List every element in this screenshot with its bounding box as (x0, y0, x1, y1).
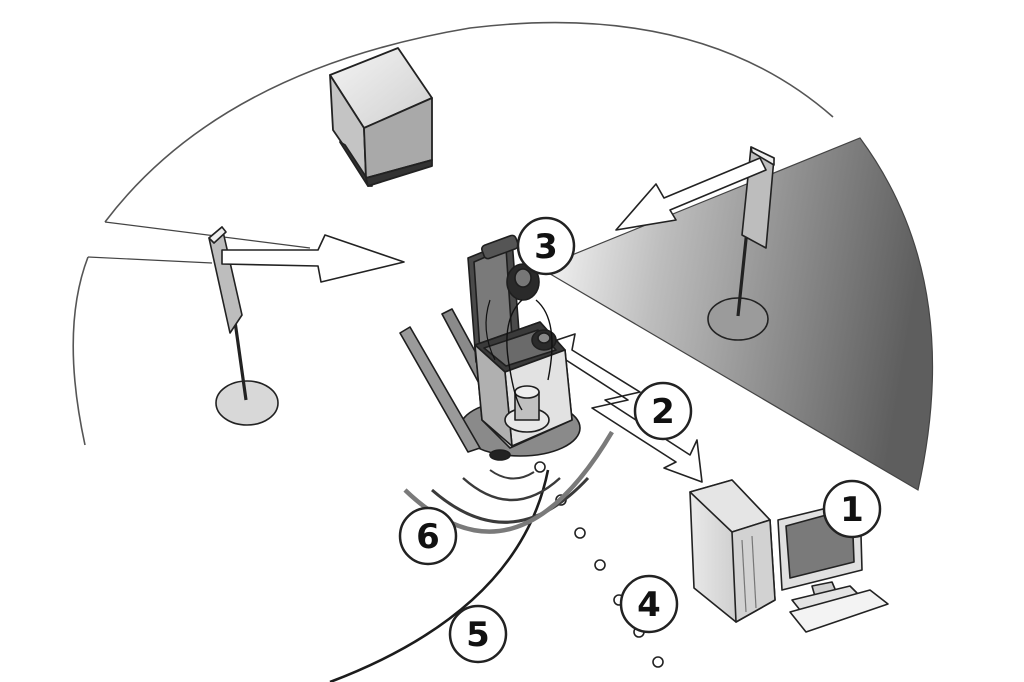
callout-6-label: 6 (416, 517, 440, 557)
callout-3-label: 3 (534, 227, 558, 267)
callout-4-label: 4 (637, 585, 661, 625)
control-computer (689, 479, 889, 633)
callout-1-label: 1 (840, 490, 864, 530)
sensor-wave (431, 476, 590, 524)
reference-lines (87, 221, 311, 264)
floor-boundary (72, 21, 834, 446)
reflection-arrow-right (615, 157, 767, 231)
floor-marker (594, 559, 606, 571)
floor-marker (534, 461, 546, 473)
reflection-arrows (221, 157, 767, 283)
callout-5: 5 (448, 604, 508, 664)
callout-1: 1 (822, 479, 882, 539)
callout-5-label: 5 (466, 615, 490, 655)
forklift-agv (399, 234, 581, 461)
reflector-right-base (707, 297, 769, 341)
sensor-wave (489, 469, 535, 480)
fork (399, 326, 481, 453)
callout-6: 6 (398, 506, 458, 566)
reflector-left (208, 226, 279, 426)
callout-4: 4 (619, 574, 679, 634)
wireless-link-arrow (544, 333, 703, 483)
floor-arc-upper (104, 21, 834, 223)
cargo-box (329, 47, 433, 187)
sensor-wave (462, 477, 561, 502)
floor-marker (652, 656, 664, 668)
floor-markers (534, 461, 664, 668)
pc-keyboard (789, 589, 889, 633)
callout-2: 2 (633, 381, 693, 441)
reflection-arrow-left (221, 234, 405, 283)
guide-line (329, 469, 550, 682)
callout-2-label: 2 (651, 392, 675, 432)
floor-arc-left (72, 256, 89, 446)
floor-marker (574, 527, 586, 539)
reflector-left-base (215, 380, 279, 426)
callout-3: 3 (516, 216, 576, 276)
callouts: 1 2 3 4 5 6 (398, 216, 882, 664)
